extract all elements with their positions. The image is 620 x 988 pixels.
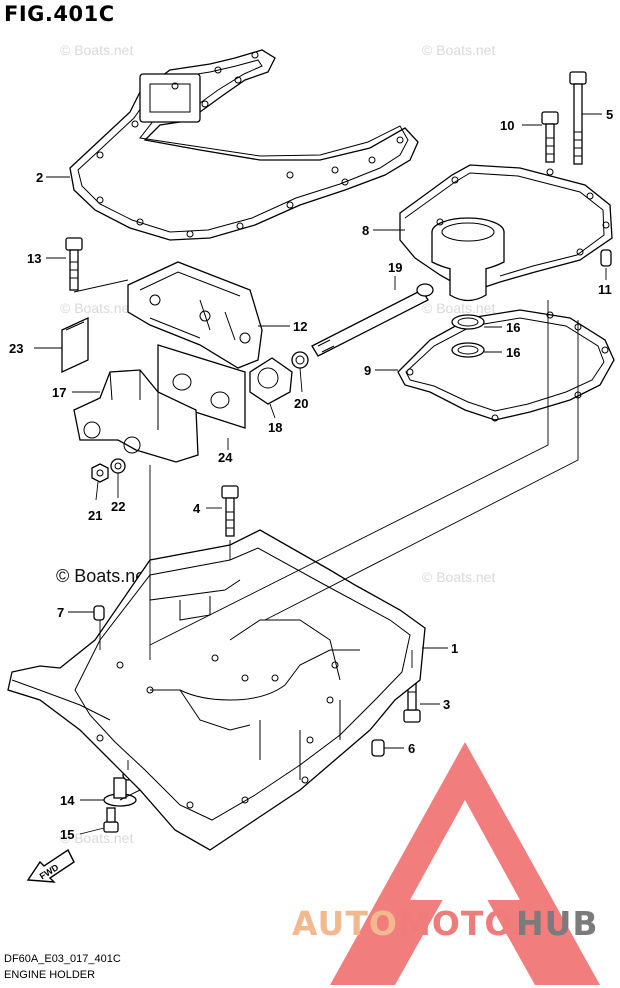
callout-10: 10 — [500, 118, 514, 133]
part-21-nut — [91, 463, 109, 483]
callout-15: 15 — [60, 827, 74, 842]
callout-16-lower: 16 — [506, 345, 520, 360]
callout-3: 3 — [443, 697, 450, 712]
callout-21: 21 — [88, 508, 102, 523]
callout-16-upper: 16 — [506, 320, 520, 335]
callout-1: 1 — [451, 641, 458, 656]
callout-9: 9 — [364, 363, 371, 378]
part-5-bolt — [569, 71, 587, 165]
part-8-housing — [399, 164, 613, 302]
watermark-text: © Boats.net — [422, 569, 495, 585]
brand-hub: HUB — [516, 904, 599, 943]
part-10-bolt — [541, 111, 559, 163]
watermark-text-strong: © Boats.net — [56, 566, 150, 586]
part-2-gasket — [69, 49, 419, 241]
callout-labels: 2 13 10 5 8 11 19 16 16 12 9 23 17 20 18… — [9, 107, 613, 842]
callout-6: 6 — [408, 741, 415, 756]
callout-4: 4 — [193, 501, 201, 516]
part-16-seals — [451, 314, 485, 358]
callout-23: 23 — [9, 341, 23, 356]
part-20-washer — [291, 351, 309, 369]
figure-title: FIG.401C — [4, 2, 115, 26]
brand-wordmark: AUTO MOTO HUB — [292, 904, 599, 943]
part-4-bolt — [221, 485, 239, 537]
part-1-engine-holder — [7, 529, 426, 851]
fwd-arrow-icon: FWD — [26, 848, 75, 883]
callout-13: 13 — [27, 251, 41, 266]
callout-8: 8 — [362, 223, 369, 238]
watermark-text: © Boats.net — [60, 300, 133, 316]
part-13-bolt — [65, 237, 83, 291]
callout-2: 2 — [36, 170, 43, 185]
part-15-bolt — [103, 807, 119, 833]
brand-moto: MOTO — [398, 904, 513, 943]
part-24-plate — [157, 344, 246, 429]
watermark-text: © Boats.net — [60, 42, 133, 58]
callout-17: 17 — [52, 385, 66, 400]
callout-14: 14 — [60, 793, 75, 808]
figure-code: DF60A_E03_017_401C — [4, 953, 121, 965]
part-12-bracket — [127, 261, 263, 369]
callout-18: 18 — [268, 420, 282, 435]
leader-lines — [34, 113, 607, 835]
brand-auto: AUTO — [292, 904, 398, 943]
part-17-mount — [73, 369, 199, 463]
assembly-guides — [73, 279, 579, 770]
callout-24: 24 — [218, 450, 233, 465]
callout-5: 5 — [606, 107, 613, 122]
callout-11: 11 — [598, 282, 612, 297]
watermark-text: © Boats.net — [422, 42, 495, 58]
part-22-washer — [110, 458, 126, 474]
callout-7: 7 — [57, 605, 64, 620]
part-23-plate — [61, 316, 89, 374]
part-18-bushing — [249, 357, 293, 405]
callout-19: 19 — [388, 260, 402, 275]
callout-20: 20 — [294, 396, 308, 411]
part-7-pin — [93, 605, 105, 621]
part-11-pin — [600, 249, 612, 267]
automotohub-logo-icon — [330, 742, 600, 985]
callout-22: 22 — [111, 499, 125, 514]
watermark-text: © Boats.net — [60, 830, 133, 846]
part-19-stud — [311, 283, 434, 357]
part-6-pin — [371, 739, 385, 757]
watermark-text: © Boats.net — [422, 300, 495, 316]
figure-name: ENGINE HOLDER — [4, 969, 96, 981]
callout-12: 12 — [293, 319, 307, 334]
